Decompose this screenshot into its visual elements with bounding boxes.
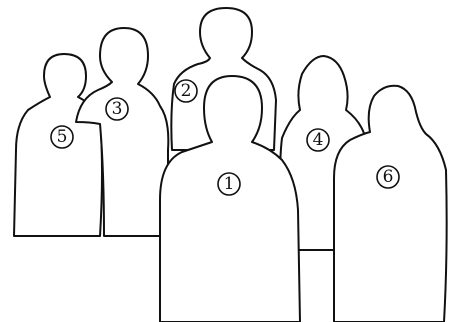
badge-4: 4 [307,129,329,151]
badge-6: 6 [377,166,399,188]
badge-1-number: 1 [224,174,235,194]
badge-5-number: 5 [57,127,68,147]
badge-5: 5 [51,126,73,148]
badge-3-number: 3 [112,99,123,119]
badge-2: 2 [175,80,197,102]
badge-2-number: 2 [181,81,192,101]
badge-4-number: 4 [313,130,324,150]
badge-3: 3 [106,98,128,120]
badge-6-number: 6 [383,167,394,187]
badge-1: 1 [218,173,240,195]
person-5: 5 [14,54,102,236]
